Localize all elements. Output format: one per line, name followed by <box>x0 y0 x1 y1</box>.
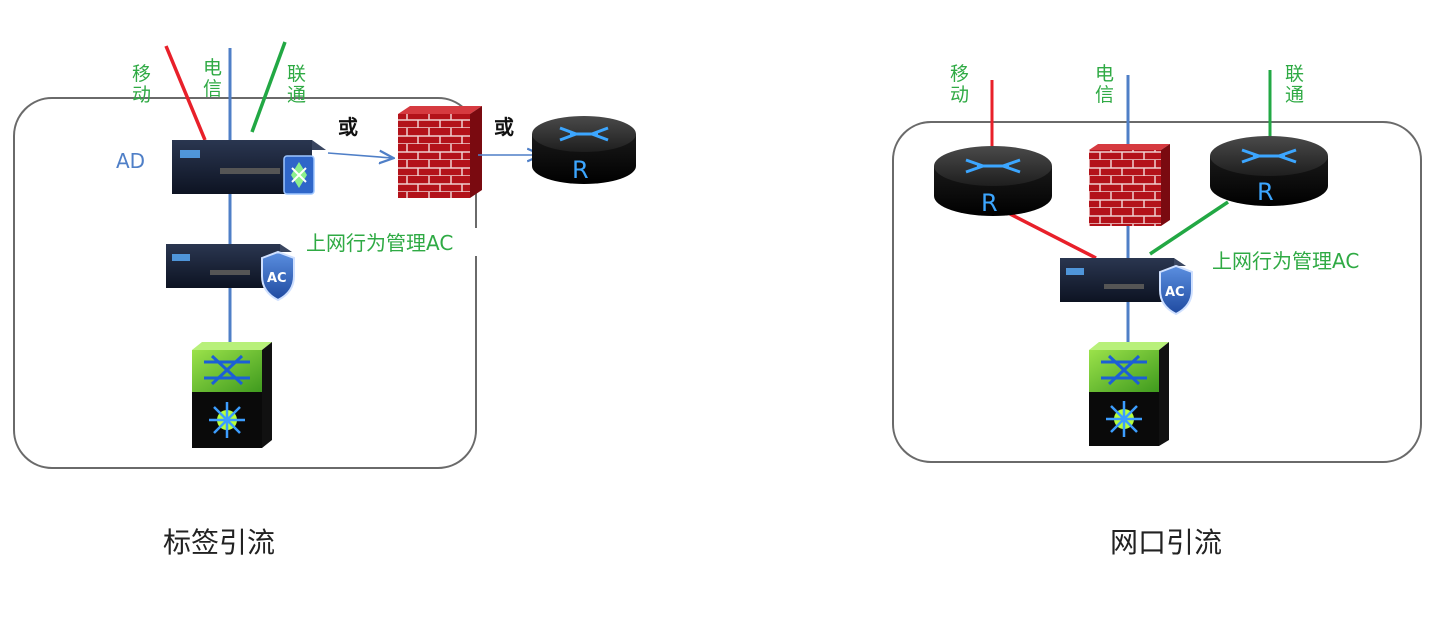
diagram-tag-steering: 移动 电信 联通 AD 或 或 R <box>13 41 636 559</box>
unicom-uplink <box>250 41 287 133</box>
router-icon-unicom: R <box>1210 136 1328 206</box>
ac-device-right: AC <box>1060 258 1193 316</box>
isp-label-mobile: 移动 <box>132 63 151 106</box>
unicom-router-link <box>1149 200 1229 256</box>
mobile-router-link <box>1009 212 1097 260</box>
ac-label: 上网行为管理AC <box>306 231 453 255</box>
isp-label-telecom-right: 电信 <box>1095 63 1114 106</box>
ac-device: AC <box>166 244 295 302</box>
firewall-icon <box>398 106 482 198</box>
mobile-uplink <box>164 45 207 141</box>
ad-device <box>172 140 326 195</box>
caption-port-steering: 网口引流 <box>1110 526 1222 559</box>
isp-label-telecom: 电信 <box>203 57 222 100</box>
or-label-1: 或 <box>338 115 358 139</box>
router-letter-unicom: R <box>1257 178 1274 206</box>
core-switch-icon-right <box>1089 342 1169 446</box>
router-letter: R <box>572 156 589 184</box>
isp-label-unicom-right: 联通 <box>1285 63 1304 106</box>
ac-label-right: 上网行为管理AC <box>1212 249 1359 273</box>
ac-badge-right: AC <box>1165 285 1185 300</box>
ad-label: AD <box>116 149 145 173</box>
ac-label-bg <box>300 228 480 256</box>
firewall-icon-right <box>1089 144 1170 226</box>
router-icon-mobile: R <box>934 146 1052 217</box>
isp-label-unicom: 联通 <box>287 63 306 106</box>
router-letter-mobile: R <box>981 189 998 217</box>
ac-badge: AC <box>267 271 287 286</box>
caption-tag-steering: 标签引流 <box>163 526 275 559</box>
arrow-to-firewall <box>327 153 392 158</box>
or-label-2: 或 <box>494 115 514 139</box>
core-switch-icon <box>192 342 272 448</box>
isp-label-mobile-right: 移动 <box>950 63 969 106</box>
diagram-port-steering: 移动 电信 联通 R R AC <box>892 63 1422 559</box>
router-icon: R <box>532 116 636 184</box>
